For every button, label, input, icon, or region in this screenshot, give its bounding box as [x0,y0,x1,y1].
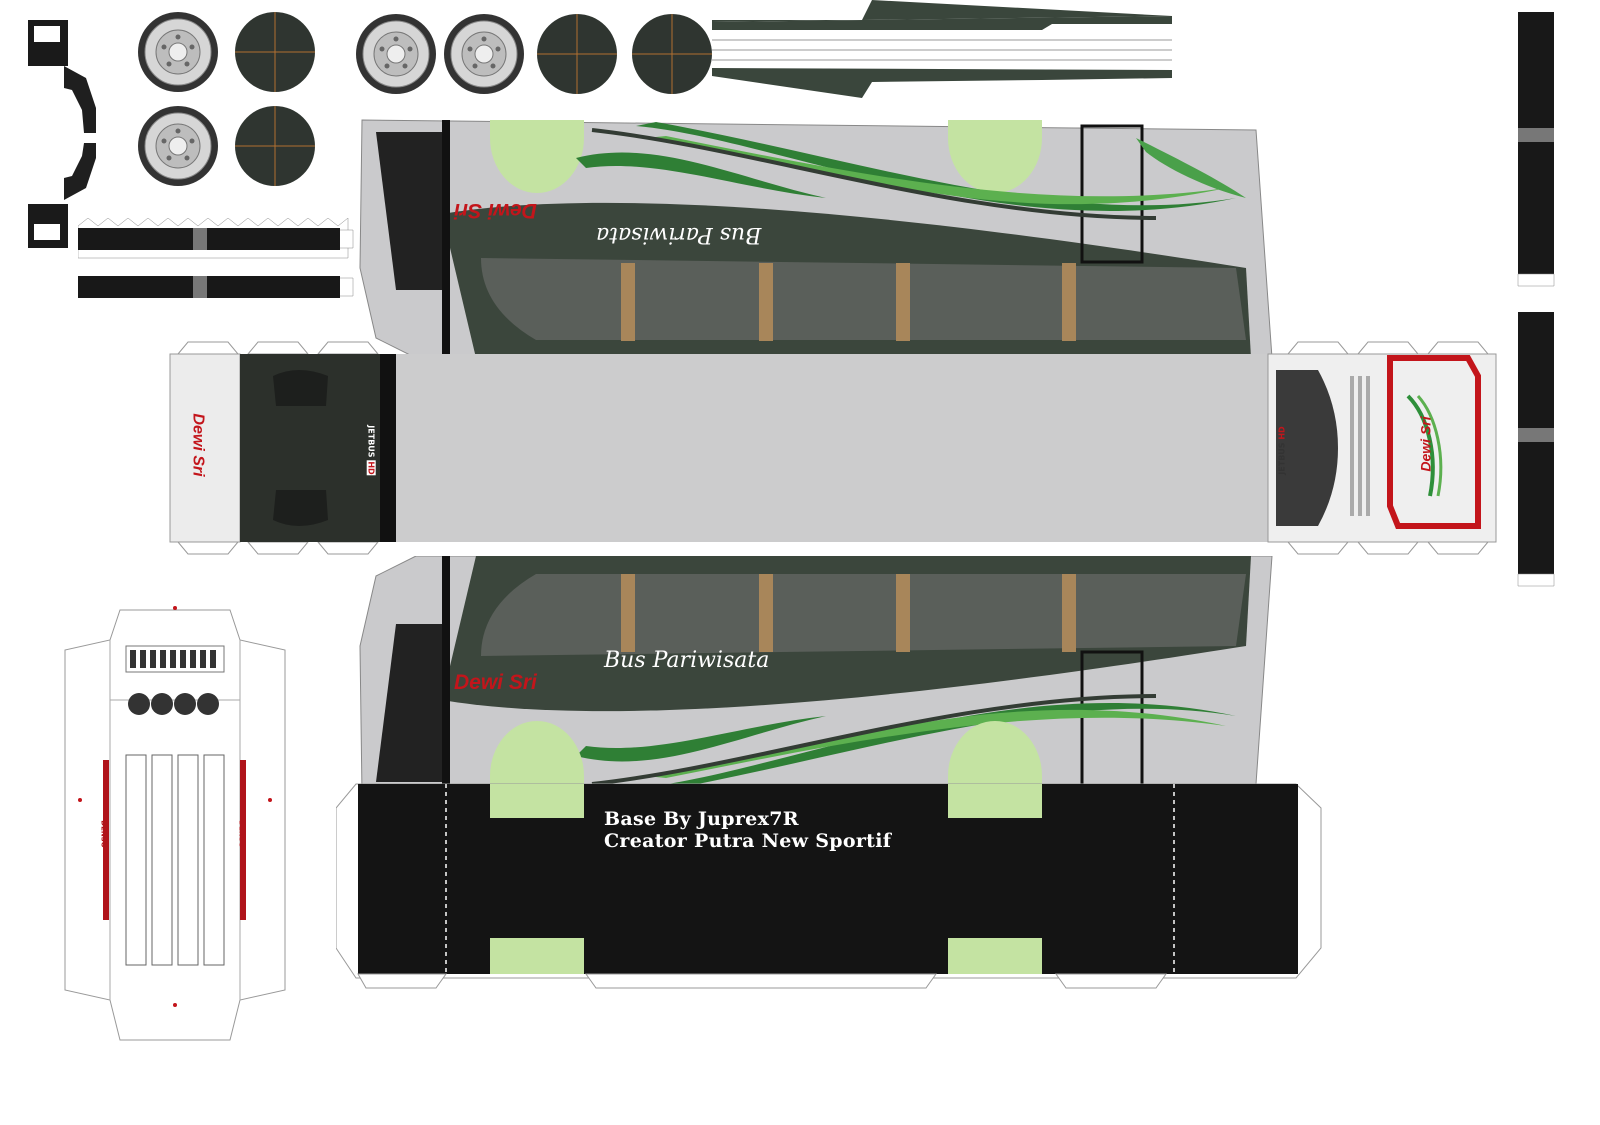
bus-chassis-panel: Base By Juprex7R Creator Putra New Sport… [336,778,1326,1003]
model-badge-hd-rear: HD [1277,426,1287,440]
bus-side-panel-lower: Bus Pariwisata Dewi Sri [356,556,1276,796]
roof-brand-left: DENSO [99,820,108,848]
bus-script-text-upper: Bus Pariwisata [596,222,762,247]
bus-roof-top-view: DENSO DENSO [60,600,290,1045]
tire-tread-vertical-bottom [1510,310,1560,590]
model-badge-rear: JETBUS HD [1278,426,1287,474]
model-name-rear: JETBUS [1277,442,1287,475]
operator-logo-front: Dewi Sri [189,413,207,477]
side-mirror-part [24,18,104,248]
tire-tread-icon [78,218,358,308]
model-badge-front: JETBUS HD [366,425,376,476]
operator-logo-lower: Dewi Sri [454,671,537,694]
credit-base: Base By Juprex7R [604,808,799,830]
model-badge-hd-front: HD [366,460,376,476]
operator-logo-rear: Dewi Sri [1417,416,1434,472]
wheel-set-top [354,10,724,100]
bus-script-text-lower: Bus Pariwisata [604,648,770,673]
wheel-set-left [138,10,328,190]
bus-side-panel-upper: Bus Pariwisata Dewi Sri [356,118,1276,358]
bus-roof-strip: Dewi Sri JETBUS HD JETBUS HD Dewi Sri [168,336,1498,564]
model-name-front: JETBUS [366,425,376,458]
tire-tread-vertical-top [1510,10,1560,290]
operator-logo-upper: Dewi Sri [454,199,537,222]
window-trim-strips [712,0,1197,100]
roof-brand-right: DENSO [237,820,246,848]
credit-creator: Creator Putra New Sportif [604,830,892,852]
